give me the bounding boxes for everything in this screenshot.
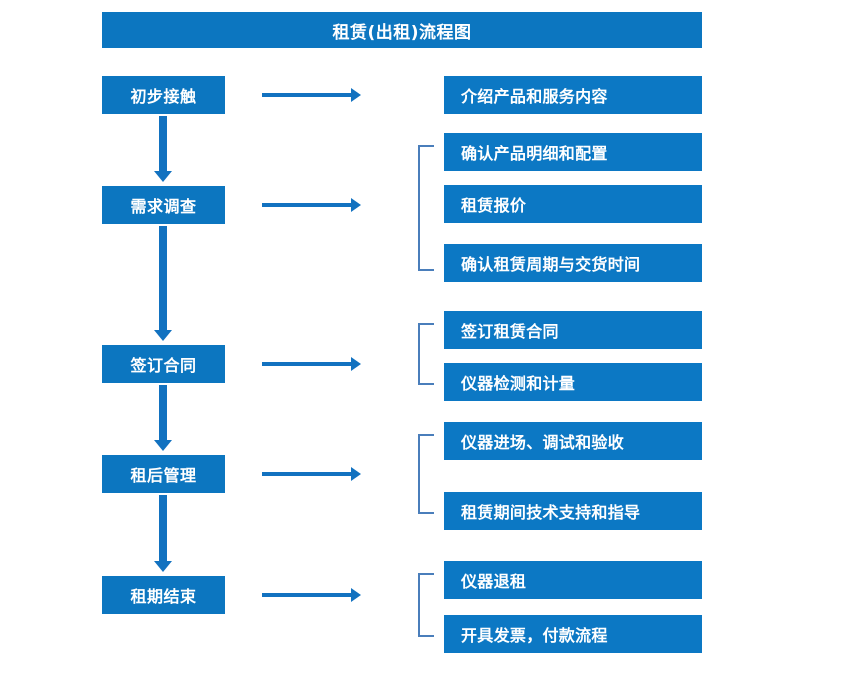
flow-arrow-right-icon: [262, 467, 361, 481]
stage-box[interactable]: 租期结束: [102, 576, 225, 614]
task-label: 确认产品明细和配置: [461, 144, 608, 163]
arrow-head: [351, 357, 361, 371]
task-box[interactable]: 租赁报价: [444, 185, 702, 223]
flow-arrow-down-icon: [154, 226, 172, 341]
task-label: 租赁期间技术支持和指导: [461, 503, 641, 522]
stage-box[interactable]: 初步接触: [102, 76, 225, 114]
group-bracket: [418, 323, 434, 385]
arrow-head: [351, 588, 361, 602]
task-box[interactable]: 介绍产品和服务内容: [444, 76, 702, 114]
group-bracket: [418, 145, 434, 271]
arrow-shaft: [262, 472, 352, 476]
arrow-head: [154, 561, 172, 572]
stage-label: 租后管理: [130, 466, 197, 485]
flow-arrow-right-icon: [262, 357, 361, 371]
flow-arrow-down-icon: [154, 116, 172, 182]
group-bracket: [418, 434, 434, 514]
flow-arrow-down-icon: [154, 495, 172, 572]
arrow-head: [351, 198, 361, 212]
arrow-shaft: [262, 203, 352, 207]
flow-arrow-down-icon: [154, 385, 172, 451]
stage-box[interactable]: 需求调查: [102, 186, 225, 224]
stage-label: 初步接触: [130, 87, 197, 106]
task-box[interactable]: 确认租赁周期与交货时间: [444, 244, 702, 282]
arrow-head: [154, 440, 172, 451]
flow-arrow-right-icon: [262, 588, 361, 602]
task-label: 确认租赁周期与交货时间: [461, 255, 641, 274]
task-label: 签订租赁合同: [461, 322, 559, 341]
task-box[interactable]: 仪器退租: [444, 561, 702, 599]
arrow-head: [154, 330, 172, 341]
arrow-shaft: [262, 362, 352, 366]
stage-label: 租期结束: [130, 587, 197, 606]
stage-label: 需求调查: [130, 197, 197, 216]
task-label: 开具发票，付款流程: [461, 626, 608, 645]
arrow-head: [351, 88, 361, 102]
arrow-shaft: [159, 116, 167, 172]
task-label: 仪器退租: [461, 572, 527, 591]
arrow-shaft: [262, 593, 352, 597]
arrow-shaft: [159, 226, 167, 331]
stage-box[interactable]: 租后管理: [102, 455, 225, 493]
task-label: 介绍产品和服务内容: [461, 87, 608, 106]
arrow-head: [154, 171, 172, 182]
arrow-shaft: [159, 495, 167, 562]
page-title: 租赁(出租)流程图: [332, 22, 472, 43]
stage-label: 签订合同: [130, 356, 197, 375]
task-label: 仪器进场、调试和验收: [461, 433, 625, 452]
flow-arrow-right-icon: [262, 198, 361, 212]
flow-arrow-right-icon: [262, 88, 361, 102]
task-box[interactable]: 仪器检测和计量: [444, 363, 702, 401]
arrow-head: [351, 467, 361, 481]
stage-box[interactable]: 签订合同: [102, 345, 225, 383]
task-box[interactable]: 签订租赁合同: [444, 311, 702, 349]
task-box[interactable]: 开具发票，付款流程: [444, 615, 702, 653]
arrow-shaft: [159, 385, 167, 441]
task-box[interactable]: 确认产品明细和配置: [444, 133, 702, 171]
task-box[interactable]: 租赁期间技术支持和指导: [444, 492, 702, 530]
task-box[interactable]: 仪器进场、调试和验收: [444, 422, 702, 460]
group-bracket: [418, 573, 434, 637]
arrow-shaft: [262, 93, 352, 97]
task-label: 仪器检测和计量: [461, 374, 576, 393]
task-label: 租赁报价: [461, 196, 527, 215]
chart-title-bar: 租赁(出租)流程图: [102, 12, 702, 48]
